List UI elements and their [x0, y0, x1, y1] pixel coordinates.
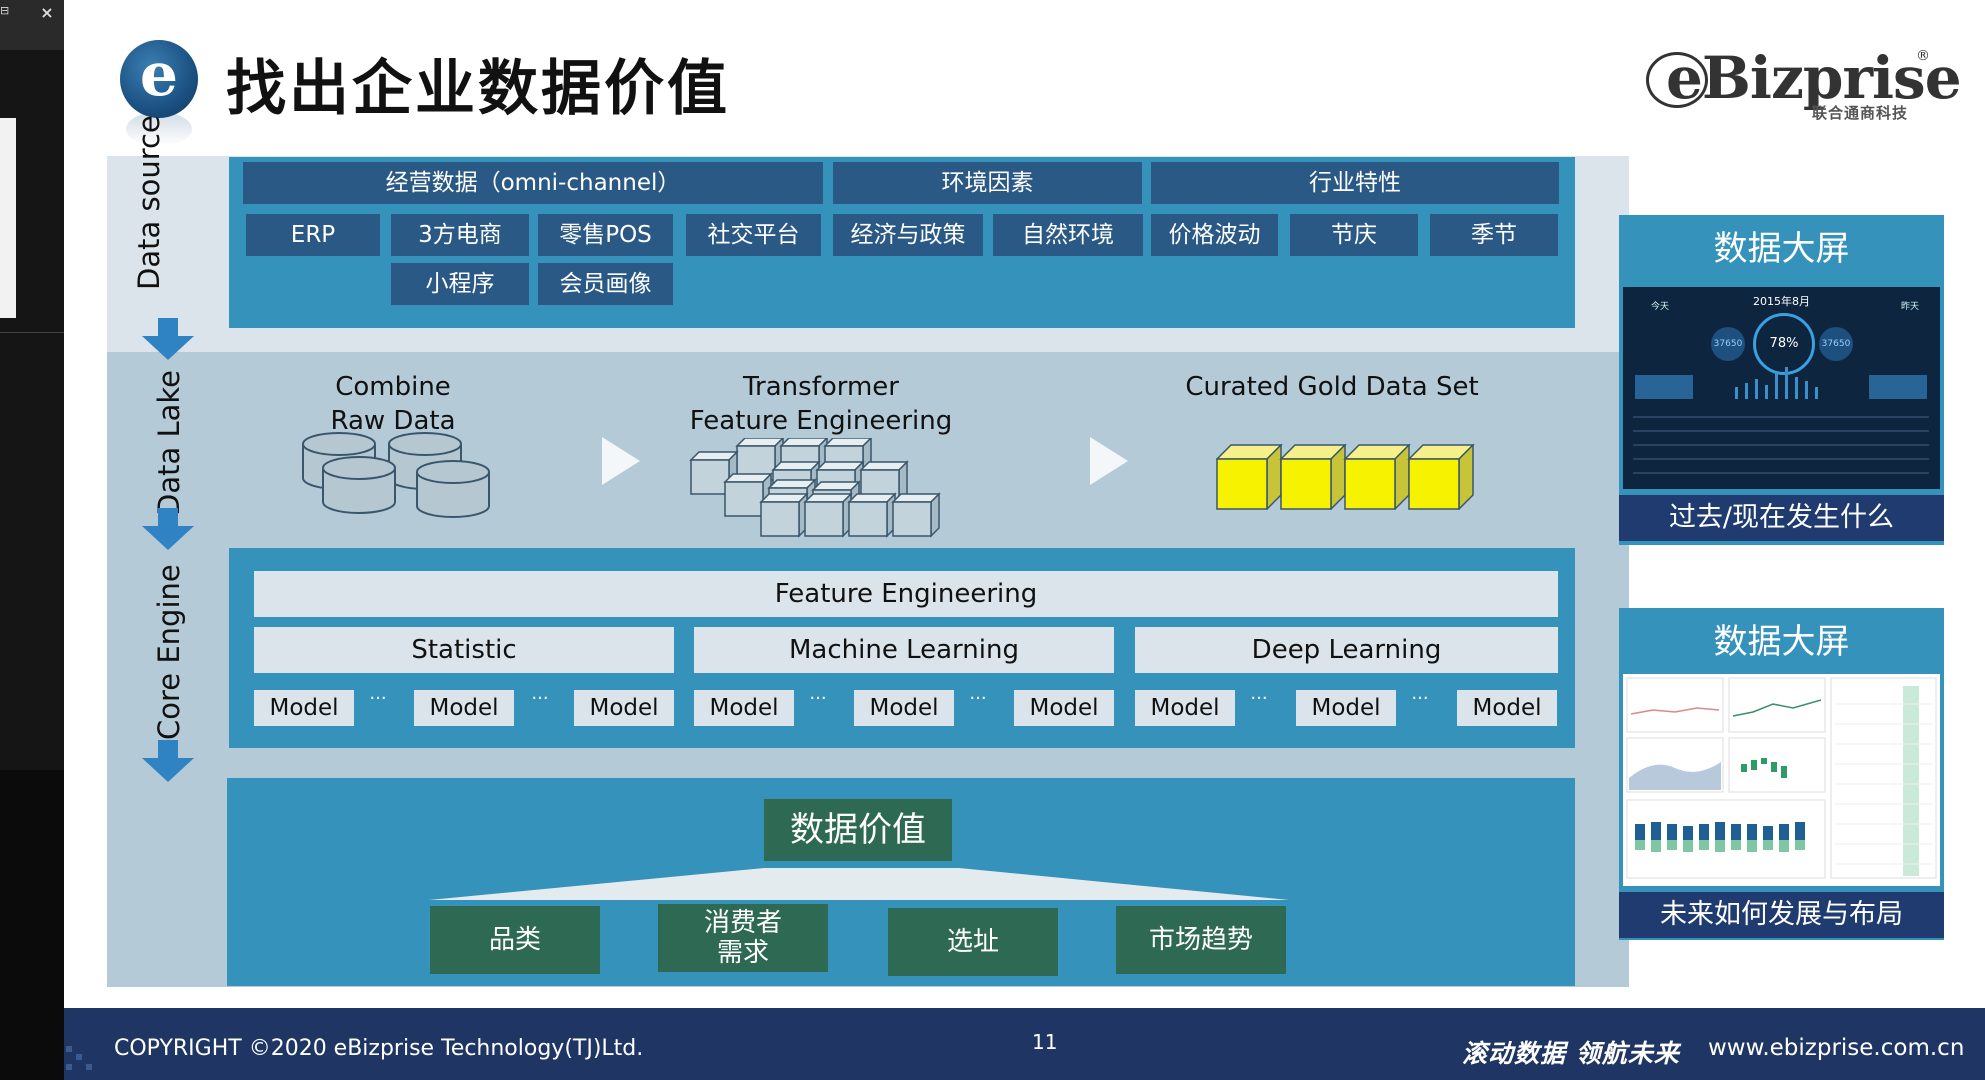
- footer-slogan: 滚动数据 领航未来: [1462, 1039, 1680, 1068]
- ellipsis: ···: [809, 688, 827, 709]
- source-item-erp: ERP: [246, 214, 380, 256]
- source-item-season: 季节: [1430, 214, 1558, 256]
- ellipsis: ···: [969, 688, 987, 709]
- lake-step-combine: Combine Raw Data: [330, 372, 456, 436]
- page-title: 找出企业数据价值: [226, 54, 730, 124]
- brand-logo: eBizprise ® 联合通商科技: [1646, 46, 1962, 126]
- copyright-text: COPYRIGHT ©2020 eBizprise Technology(TJ)…: [114, 1036, 644, 1061]
- down-arrow-icon: [142, 740, 194, 782]
- dashboard-today: 今天: [1651, 302, 1670, 312]
- dashboard-screenshot: 2015年8月 今天 昨天 78% 37650 37650: [1623, 287, 1940, 489]
- slide-thumbnail[interactable]: [0, 118, 16, 318]
- data-value-title: 数据价值: [764, 799, 952, 861]
- value-item-site-selection: 选址: [888, 908, 1058, 976]
- model-box: Model: [254, 690, 354, 726]
- method-machine-learning: Machine Learning: [694, 627, 1114, 673]
- gold-data-cubes-icon: [1216, 444, 1474, 510]
- model-box: Model: [854, 690, 954, 726]
- brand-tagline: 联合通商科技: [1812, 104, 1909, 122]
- viewer-side-strip: ⊟ ×: [0, 0, 64, 1080]
- value-item-site-selection-text: 选址: [946, 927, 999, 957]
- dashboard-card-title: 数据大屏: [1713, 229, 1850, 269]
- source-header-environment: 环境因素: [833, 162, 1142, 204]
- website-link[interactable]: www.ebizprise.com.cn: [1708, 1035, 1965, 1061]
- feature-engineering-bar: Feature Engineering: [254, 571, 1558, 617]
- label-core-engine-text: Core Engine: [152, 564, 186, 740]
- close-icon[interactable]: ×: [40, 3, 54, 22]
- forecast-mini-charts: [1626, 677, 1937, 879]
- label-data-source: Data source: [132, 115, 166, 290]
- value-item-category-text: 品类: [488, 925, 541, 955]
- model-box: Model: [1135, 690, 1235, 726]
- source-item-pos: 零售POS: [538, 214, 673, 256]
- flow-arrow-icon: [602, 437, 640, 485]
- divider: [0, 332, 64, 333]
- down-arrow-icon: [142, 508, 194, 550]
- dashboard-yesterday: 昨天: [1901, 302, 1920, 312]
- forecast-screenshot: [1623, 674, 1940, 886]
- brand-name: eBizprise: [1666, 44, 1962, 112]
- ellipsis: ···: [369, 688, 387, 709]
- logo-ring-icon: [1646, 52, 1708, 108]
- source-item-price: 价格波动: [1151, 214, 1278, 256]
- dashboard-card-caption: 过去/现在发生什么: [1619, 495, 1944, 541]
- dashboard-month: 2015年8月: [1753, 295, 1810, 308]
- method-statistic: Statistic: [254, 627, 674, 673]
- source-item-member: 会员画像: [538, 263, 673, 305]
- source-item-nature: 自然环境: [993, 214, 1143, 256]
- dashboard-card-future: 数据大屏: [1619, 608, 1944, 940]
- lake-step-curated: Curated Gold Data Set: [1185, 372, 1479, 402]
- page-number: 11: [1032, 1030, 1058, 1054]
- dashboard-left-number: 37650: [1711, 327, 1745, 361]
- source-item-festival: 节庆: [1290, 214, 1418, 256]
- source-header-industry: 行业特性: [1151, 162, 1559, 204]
- source-header-operations: 经营数据（omni-channel）: [243, 162, 823, 204]
- value-item-consumer-demand-text: 消费者 需求: [703, 908, 782, 968]
- dashboard-card-title: 数据大屏: [1713, 622, 1850, 662]
- source-item-miniprogram: 小程序: [391, 263, 529, 305]
- dashboard-gauge: 78%: [1753, 313, 1815, 375]
- footer-squares-icon: [66, 1046, 92, 1070]
- e-logo-icon: e: [120, 40, 198, 118]
- value-item-category: 品类: [430, 906, 600, 974]
- source-item-ecommerce: 3方电商: [391, 214, 529, 256]
- down-arrow-icon: [142, 318, 194, 360]
- method-deep-learning: Deep Learning: [1135, 627, 1558, 673]
- value-item-market-trend-text: 市场趋势: [1148, 925, 1253, 955]
- ellipsis: ···: [1250, 688, 1268, 709]
- model-box: Model: [1296, 690, 1396, 726]
- cube-grid-icon: [690, 438, 940, 537]
- dashboard-card-past: 数据大屏 2015年8月 今天 昨天 78% 37650 37650: [1619, 215, 1944, 545]
- model-box: Model: [1014, 690, 1114, 726]
- value-item-consumer-demand: 消费者 需求: [658, 904, 828, 972]
- registered-mark: ®: [1916, 48, 1930, 64]
- value-fan-shape: [429, 868, 1289, 900]
- slide: e 找出企业数据价值 eBizprise ® 联合通商科技 Data sourc…: [64, 0, 1985, 1080]
- lake-step-transformer: Transformer Feature Engineering: [689, 372, 953, 436]
- ellipsis: ···: [1411, 688, 1429, 709]
- slide-footer: [64, 1008, 1985, 1080]
- database-cylinders-icon: [302, 432, 490, 518]
- model-box: Model: [1457, 690, 1557, 726]
- dashboard-right-number: 37650: [1819, 327, 1853, 361]
- label-data-source-text: Data source: [132, 115, 166, 290]
- label-data-lake-text: Data Lake: [152, 370, 186, 516]
- source-item-economy: 经济与政策: [833, 214, 983, 256]
- dashboard-card-caption: 未来如何发展与布局: [1619, 892, 1944, 938]
- label-core-engine: Core Engine: [152, 564, 186, 740]
- ellipsis: ···: [531, 688, 549, 709]
- flow-arrow-icon: [1090, 437, 1128, 485]
- model-box: Model: [694, 690, 794, 726]
- dashboard-mini-charts: [1633, 367, 1929, 474]
- model-box: Model: [574, 690, 674, 726]
- model-box: Model: [414, 690, 514, 726]
- label-data-lake: Data Lake: [152, 370, 186, 516]
- pin-icon[interactable]: ⊟: [0, 4, 10, 17]
- source-item-social: 社交平台: [686, 214, 821, 256]
- viewer-toolbar: [0, 0, 64, 50]
- value-item-market-trend: 市场趋势: [1116, 906, 1286, 974]
